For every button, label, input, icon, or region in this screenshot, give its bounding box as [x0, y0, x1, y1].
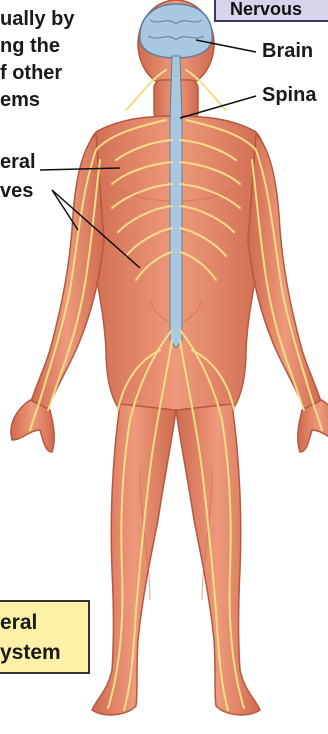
- peripheral-nerves-label: eral ves: [0, 148, 36, 206]
- peripheral-nervous-system-box: eral ystem: [0, 600, 90, 674]
- intro-line: ng the: [0, 33, 74, 60]
- brain-illustration: [140, 4, 212, 58]
- peripheral-nerves-line: eral: [0, 148, 36, 177]
- nervous-system-tab: Nervous: [214, 0, 328, 22]
- pns-box-line: ystem: [0, 638, 61, 667]
- brain-label: Brain: [262, 40, 313, 63]
- intro-text: ually by ng the f other ems: [0, 6, 74, 114]
- spinal-cord-label: Spina: [262, 84, 316, 107]
- peripheral-nerves-line: ves: [0, 177, 36, 206]
- intro-line: ually by: [0, 6, 74, 33]
- spinal-cord: [170, 56, 182, 348]
- intro-line: f other: [0, 60, 74, 87]
- intro-line: ems: [0, 87, 74, 114]
- pns-box-line: eral: [0, 608, 37, 637]
- nervous-tab-label: Nervous: [230, 0, 302, 20]
